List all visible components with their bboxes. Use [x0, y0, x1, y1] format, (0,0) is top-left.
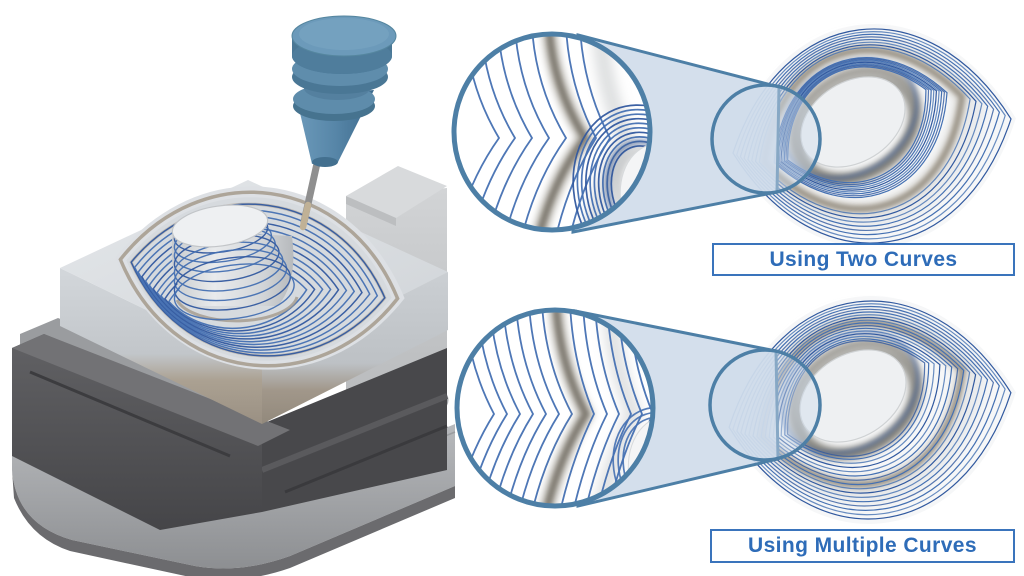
magnifier-ring: [454, 307, 656, 509]
holder-cap-highlight: [299, 18, 389, 50]
jaw-slot: [260, 393, 449, 473]
magnified-toolpath-multiple-curves: [459, 312, 651, 504]
cutting-tool: [291, 15, 397, 231]
riser-top-face: [346, 166, 447, 218]
stock-right-face: [262, 272, 448, 424]
jaw-slot: [284, 424, 448, 494]
jaw-groove: [29, 370, 231, 458]
stock-left-face: [60, 268, 262, 424]
label-two-curves: Using Two Curves: [712, 243, 1015, 276]
zoom-source-circle: [708, 348, 822, 462]
toolpath-overview-multiple-curves: [724, 296, 1016, 524]
vise-jaws: [12, 318, 449, 530]
zoom-source-circle: [710, 83, 822, 195]
magnifier-ring: [451, 31, 653, 233]
toolpath-on-part: [130, 203, 386, 357]
riser-edge: [346, 196, 396, 226]
label-multiple-curves-text: Using Multiple Curves: [748, 534, 977, 557]
zoom-callout-bottom: [454, 307, 822, 509]
label-multiple-curves: Using Multiple Curves: [710, 529, 1015, 563]
label-two-curves-text: Using Two Curves: [769, 247, 958, 271]
holder-taper-end: [312, 157, 338, 167]
machining-scene: [12, 15, 456, 576]
jaw-front-top: [12, 334, 290, 446]
tool-tip: [299, 201, 312, 231]
jaw-front: [12, 334, 262, 530]
toolpath-overview-two-curves: [728, 24, 1016, 248]
